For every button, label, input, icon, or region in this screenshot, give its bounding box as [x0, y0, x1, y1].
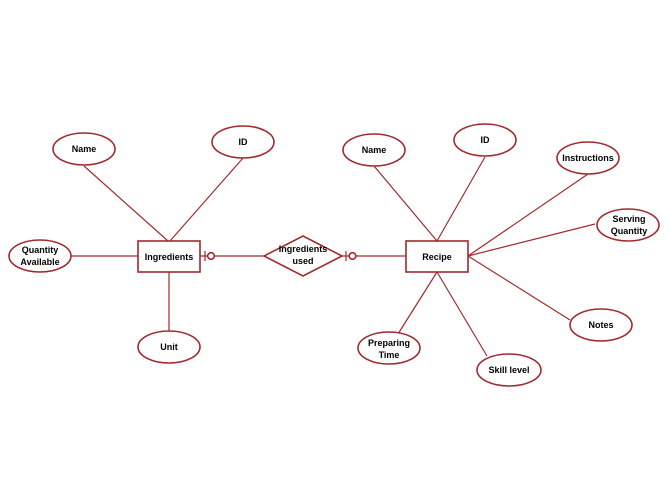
- attribute-quantity-available[interactable]: Quantity Available: [8, 239, 72, 273]
- line-ingredients-id: [169, 157, 244, 242]
- entity-ingredients-label: Ingredients: [145, 252, 194, 262]
- attribute-ingredient-name[interactable]: Name: [52, 132, 116, 166]
- line-recipe-preparing: [397, 271, 438, 335]
- attribute-notes-label: Notes: [588, 320, 613, 330]
- attribute-quantity-label-line2: Available: [20, 257, 59, 267]
- attribute-recipe-name-label: Name: [362, 145, 387, 155]
- attribute-recipe-name[interactable]: Name: [342, 133, 406, 167]
- attribute-ingredient-id-label: ID: [239, 137, 249, 147]
- attribute-serving-label-line1: Serving: [612, 214, 645, 224]
- attribute-serving-quantity[interactable]: Serving Quantity: [596, 208, 660, 242]
- attribute-serving-label-line2: Quantity: [611, 226, 648, 236]
- relationship-ingredients-used[interactable]: Ingredients used: [262, 235, 344, 277]
- line-recipe-skill: [436, 271, 488, 357]
- attribute-instructions[interactable]: Instructions: [556, 141, 620, 175]
- attribute-unit[interactable]: Unit: [137, 330, 201, 364]
- entity-ingredients[interactable]: Ingredients: [137, 240, 201, 273]
- attribute-ingredient-name-label: Name: [72, 144, 97, 154]
- cardinality-zero-or-one-recipe: [345, 251, 357, 261]
- attribute-notes[interactable]: Notes: [569, 308, 633, 342]
- relationship-label-line2: used: [292, 256, 313, 266]
- relationship-label-line1: Ingredients: [279, 244, 328, 254]
- entity-recipe-label: Recipe: [422, 252, 452, 262]
- attribute-skill-level[interactable]: Skill level: [476, 353, 542, 387]
- line-recipe-id: [436, 156, 486, 242]
- attribute-skill-level-label: Skill level: [488, 365, 529, 375]
- attribute-recipe-id[interactable]: ID: [453, 123, 517, 157]
- cardinality-zero-or-one-ingredients: [204, 251, 216, 261]
- attribute-instructions-label: Instructions: [562, 153, 614, 163]
- attribute-recipe-id-label: ID: [481, 135, 491, 145]
- line-recipe-serving: [467, 223, 596, 257]
- line-recipe-name: [373, 165, 438, 242]
- line-ingredients-name: [83, 165, 169, 242]
- attribute-ingredient-id[interactable]: ID: [211, 125, 275, 159]
- attribute-preparing-label-line1: Preparing: [368, 338, 410, 348]
- attribute-preparing-label-line2: Time: [379, 350, 400, 360]
- attribute-quantity-label-line1: Quantity: [22, 245, 59, 255]
- entity-recipe[interactable]: Recipe: [405, 240, 469, 273]
- line-recipe-instructions: [467, 173, 589, 257]
- line-recipe-notes: [467, 255, 571, 321]
- attribute-unit-label: Unit: [160, 342, 178, 352]
- attribute-preparing-time[interactable]: Preparing Time: [357, 331, 421, 365]
